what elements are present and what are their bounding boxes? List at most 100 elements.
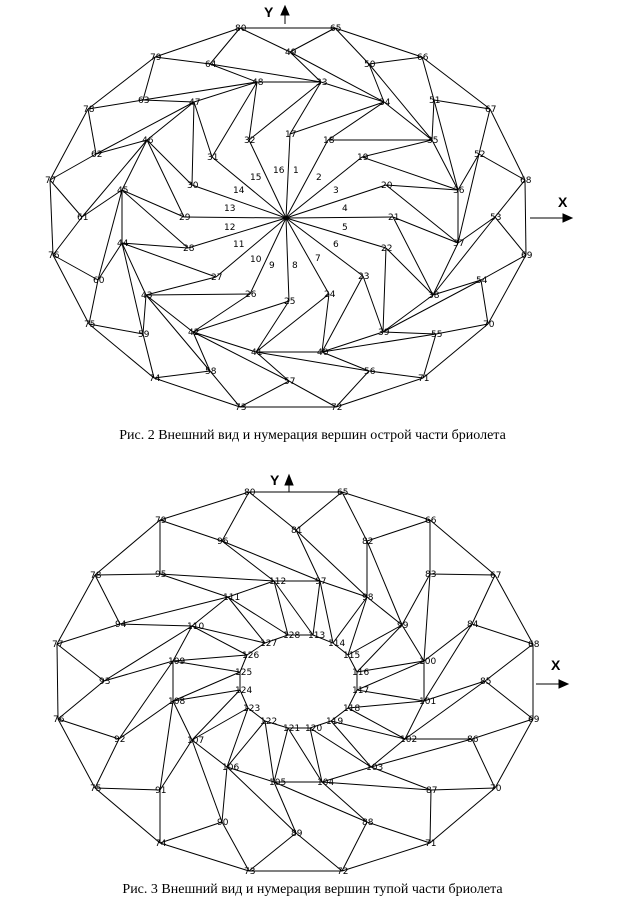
fig3-edge-87-104 [321,781,432,791]
fig2-edge-42-43 [145,294,194,333]
fig3-edge-107-108 [172,700,193,741]
fig2-edge-73-57 [239,380,290,408]
fig2-vertex-label-59: 59 [138,330,150,340]
fig3-edge-65-81 [295,491,343,531]
fig2-edge-57-42 [192,331,290,382]
fig2-vertex-label-9: 9 [269,261,275,271]
fig2-vertex-label-37: 37 [453,239,464,249]
fig3-vertex-label-126: 126 [242,651,259,661]
fig3-edge-75-92 [94,738,120,789]
fig2-vertex-label-20: 20 [381,181,393,191]
fig2-vertex-label-36: 36 [453,186,465,196]
fig3-edge-84-100 [423,623,473,662]
fig3-vertex-label-116: 116 [352,668,369,678]
fig3-edge-83-99 [401,573,431,626]
fig2-edge-65-50 [334,27,370,65]
fig3-edge-102-119 [330,720,406,740]
fig2-vertex-label-46: 46 [142,136,154,146]
fig2-edge-70-71 [422,323,489,379]
fig2-edge-39-23 [362,275,384,333]
fig3-vertex-label-105: 105 [269,778,286,788]
fig3-y-axis-label: Y [270,472,280,488]
fig2-edge-69-70 [487,254,527,325]
fig3-vertex-label-73: 73 [244,867,255,877]
fig2-edge-62-47 [95,101,195,155]
fig2-edge-72-56 [335,370,370,408]
fig3-edge-69-86 [471,718,534,740]
fig2-vertex-label-16: 16 [273,166,285,176]
fig2-vertex-label-1: 1 [293,166,299,176]
fig3-vertex-label-98: 98 [362,593,374,603]
fig2-edge-61-46 [81,139,148,218]
fig2-edge-62-46 [95,139,148,155]
fig3-edge-89-106 [226,766,297,834]
fig2-edge-46-47 [146,101,195,141]
fig3-vertex-label-99: 99 [397,621,409,631]
fig3-edge-101-117 [356,689,425,702]
fig2-edge-43-26 [145,293,251,296]
fig3-vertex-label-95: 95 [155,570,166,580]
fig2-edge-35-19 [361,139,433,158]
fig3-edge-110-127 [191,625,266,644]
fig3-edge-66-82 [366,519,431,542]
fig3-edge-67-83 [429,573,496,576]
fig3-x-arrowhead-icon [558,679,570,689]
fig3-edge-71-87 [429,789,432,844]
fig2-vertex-label-25: 25 [284,297,295,307]
fig3-edge-94-110 [119,623,193,627]
fig2-edge-75-60 [88,279,99,325]
fig3-vertex-label-114: 114 [328,639,345,649]
fig2-edge-72-57 [288,380,337,408]
fig3-edge-90-106 [221,766,228,823]
fig2-edge-45-29 [121,189,185,218]
fig2-x-axis-label: X [558,194,568,210]
fig2-edge-55-39 [382,331,437,335]
fig3-edge-98-99 [366,596,403,626]
fig3-vertex-label-81: 81 [291,526,302,536]
fig2-edge-79-80 [154,27,241,58]
fig2-edge-41-42 [192,331,257,353]
fig2-edge-39-40 [321,331,384,353]
fig2-spoke-25 [285,217,290,302]
fig3-edge-69-70 [494,718,534,789]
fig2-edge-35-36 [431,139,459,191]
fig2-vertex-label-50: 50 [364,60,376,70]
fig2-vertex-label-44: 44 [117,239,129,249]
fig2-edge-51-36 [433,99,459,191]
fig2-edge-63-48 [142,81,258,101]
fig2-edge-47-48 [193,81,258,103]
fig2-edge-33-17 [289,81,322,135]
fig2-edge-58-43 [145,294,211,372]
fig2-vertex-label-79: 79 [150,53,162,63]
fig2-edge-55-40 [321,333,437,353]
fig2-edge-39-22 [382,247,387,333]
fig2-edge-73-74 [153,377,241,408]
fig3-edge-79-80 [159,491,250,521]
fig3-vertex-label-67: 67 [490,571,501,581]
fig2-vertex-label-31: 31 [207,153,218,163]
fig3-edge-82-99 [366,540,403,626]
fig2-edge-46-29 [146,139,185,218]
fig2-vertex-label-54: 54 [476,276,488,286]
fig2-edge-52-36 [457,153,480,191]
fig2-edge-34-17 [289,101,385,135]
figure-2-caption: Рис. 2 Внешний вид и нумерация вершин ос… [119,428,506,443]
fig3-vertex-label-83: 83 [425,570,436,580]
fig2-vertex-label-10: 10 [250,255,262,265]
fig2-spoke-17 [285,133,291,219]
fig3-edge-88-105 [273,781,368,823]
fig3-edge-70-71 [429,787,496,844]
fig2-edge-41-25 [255,300,290,353]
fig3-edge-99-100 [401,624,425,662]
fig2-edge-43-44 [121,242,147,296]
fig3-edge-68-84 [471,623,534,645]
fig3-edge-103-119 [330,720,372,768]
fig3-vertex-label-122: 122 [260,717,277,727]
fig2-vertex-label-68: 68 [520,176,532,186]
fig2-vertex-label-61: 61 [77,213,88,223]
fig2-vertex-label-26: 26 [245,290,257,300]
fig2-vertex-label-5: 5 [342,223,348,233]
fig2-edge-77-78 [49,108,89,181]
fig2-spoke-32 [248,139,287,219]
fig2-vertex-label-77: 77 [45,176,56,186]
